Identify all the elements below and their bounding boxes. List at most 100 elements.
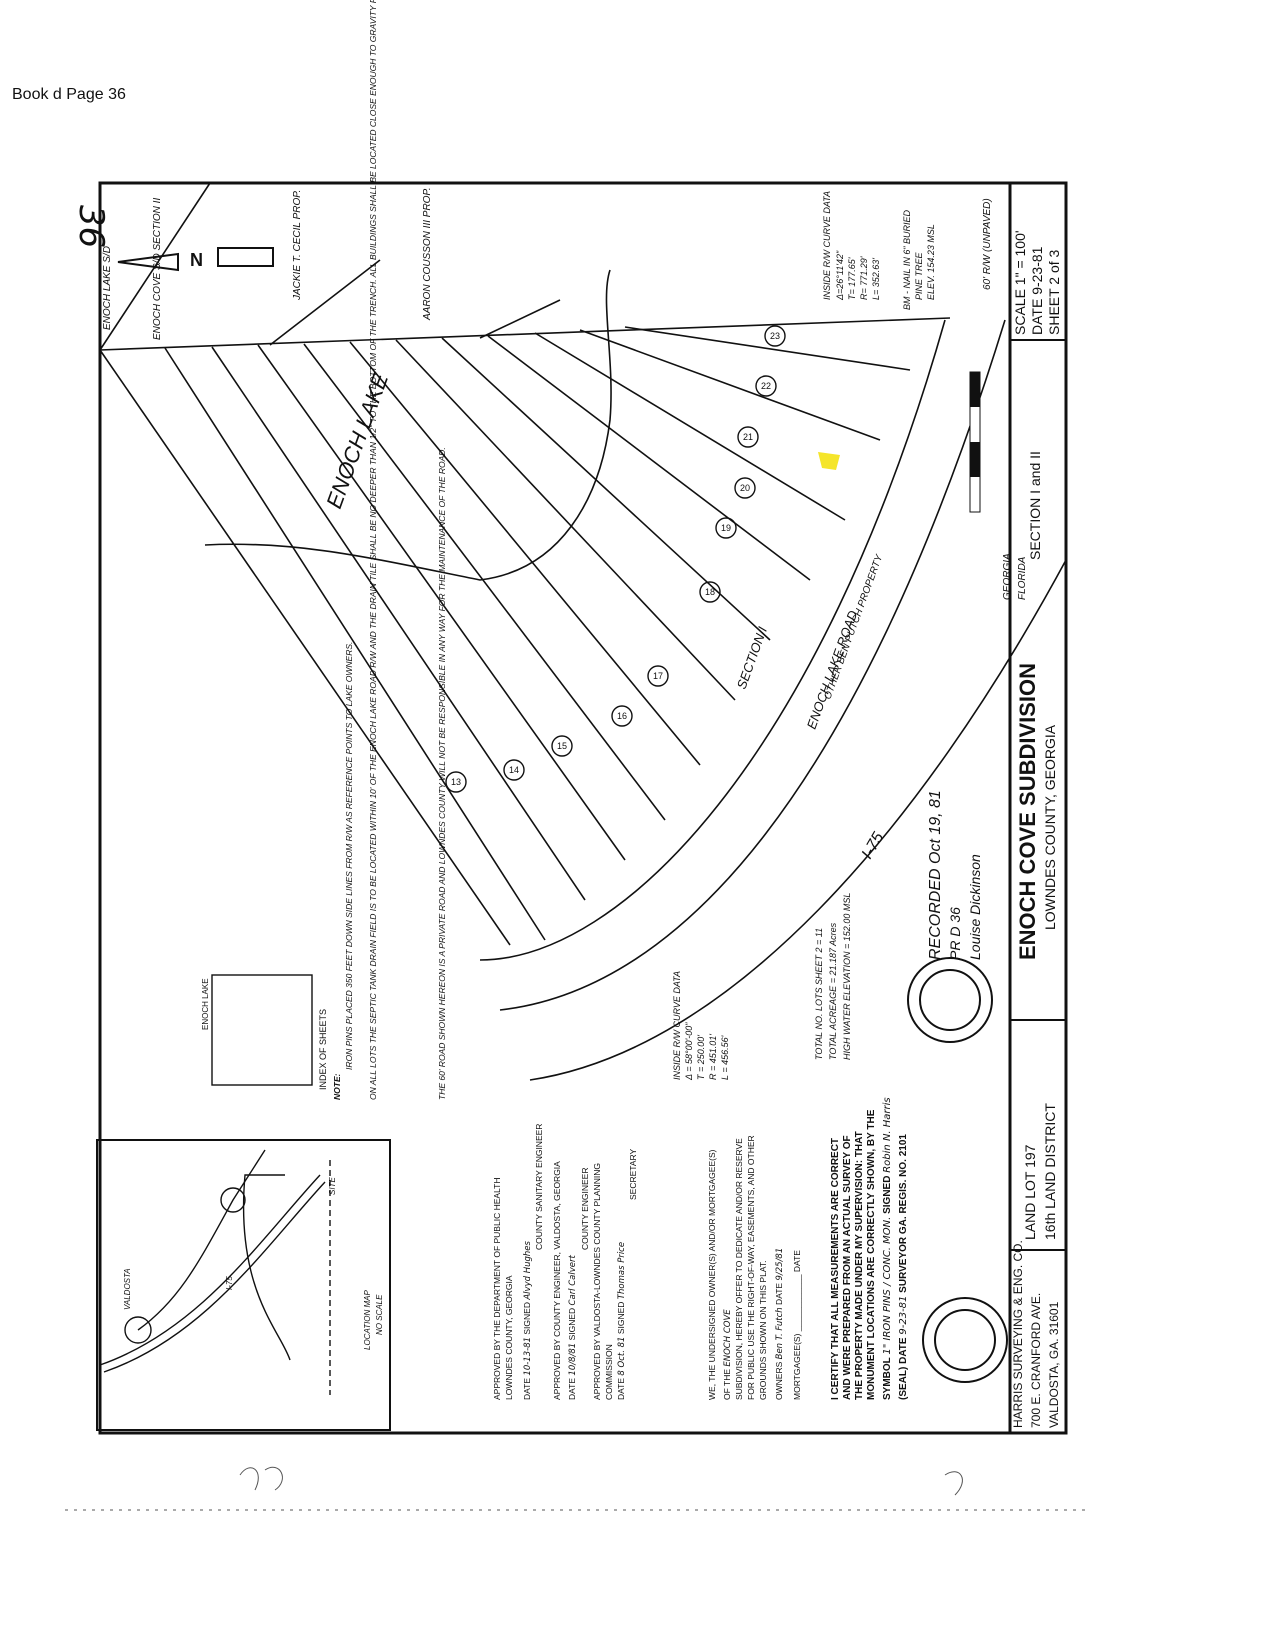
land-lot-text: LAND LOT 197 <box>1022 1144 1038 1240</box>
benchmark-line2: PINE TREE <box>914 251 924 300</box>
bottom-curve-tangent: T = 250.00' <box>696 1035 706 1080</box>
label-i75: I-75 <box>859 830 888 862</box>
page-header: Book d Page 36 <box>12 86 126 103</box>
lot-18: 18 <box>705 587 715 597</box>
lot-13: 13 <box>451 777 461 787</box>
map-title: LOCATION MAP <box>363 1289 372 1350</box>
cert-line4: MONUMENT LOCATIONS ARE CORRECTLY SHOWN, … <box>866 1109 877 1400</box>
bottom-curve-length: L = 456.56' <box>720 1035 730 1080</box>
engineer-seal <box>907 957 993 1043</box>
cert-line3: THE PROPERTY MADE UNDER MY SUPERVISION: … <box>854 1131 865 1400</box>
lot-23: 23 <box>770 331 780 341</box>
top-curve-length: L= 352.63' <box>871 258 881 300</box>
highlight-mark <box>818 452 840 470</box>
note-label: NOTE: <box>332 1073 342 1100</box>
planning-line1: APPROVED BY VALDOSTA-LOWNDES COUNTY PLAN… <box>592 1163 602 1400</box>
lot-21: 21 <box>743 432 753 442</box>
bottom-curve-radius: R = 451.01' <box>708 1034 718 1080</box>
map-site: SITE <box>328 1177 337 1195</box>
scale-text: SCALE 1" = 100' <box>1012 230 1028 335</box>
dedication-line4: GROUNDS SHOWN ON THIS PLAT. <box>758 1261 768 1400</box>
owners-line: OWNERS Ben T. Futch DATE 9/25/81 <box>774 1248 785 1400</box>
bottom-curve-delta: Δ = 58°00'-00" <box>684 1022 694 1081</box>
label-enoch-lake-road: ENOCH LAKE ROAD <box>804 608 861 731</box>
lot-numbers <box>445 325 786 793</box>
label-section-one: SECTION I <box>734 624 770 691</box>
lot-lines <box>99 182 1067 1081</box>
firm-address: 700 E. CRANFORD AVE. <box>1029 1293 1043 1428</box>
top-curve-tangent: T= 177.65' <box>847 257 857 300</box>
label-cecil-prop: JACKIE T. CECIL PROP. <box>292 190 303 301</box>
note-text-2: ON ALL LOTS THE SEPTIC TANK DRAIN FIELD … <box>368 0 378 1100</box>
health-line1: APPROVED BY THE DEPARTMENT OF PUBLIC HEA… <box>492 1178 502 1400</box>
north-label: N <box>190 250 203 270</box>
section-text: SECTION I and II <box>1027 451 1043 560</box>
summary-acreage: TOTAL ACREAGE = 21.187 Acres <box>828 922 838 1060</box>
firm-name: HARRIS SURVEYING & ENG. CO. <box>1011 1240 1025 1428</box>
lot-20: 20 <box>740 483 750 493</box>
benchmark-line1: BM - NAIL IN 6" BURIED <box>902 209 912 310</box>
location-map <box>99 1149 331 1395</box>
map-i75: I-75 <box>225 1276 234 1290</box>
label-enoch-cove-sd: ENOCH COVE S/D SECTION II <box>152 198 163 340</box>
engineer-title: COUNTY ENGINEER <box>580 1168 590 1251</box>
sheet-border <box>96 181 1068 1435</box>
cert-line2: AND WERE PREPARED FROM AN ACTUAL SURVEY … <box>842 1135 853 1400</box>
map-valdosta: VALDOSTA <box>123 1268 132 1310</box>
engineer-line: APPROVED BY COUNTY ENGINEER, VALDOSTA, G… <box>552 1161 562 1400</box>
planning-line2: COMMISSION <box>604 1344 614 1400</box>
health-date: DATE 10-13-81 SIGNED Alvyd Hughes <box>522 1241 533 1400</box>
cert-seal: (SEAL) DATE 9-23-81 SURVEYOR GA. REGIS. … <box>898 1134 909 1400</box>
dedication-of-the: OF THE ENOCH COVE <box>722 1309 733 1400</box>
sheet-text: SHEET 2 of 3 <box>1046 249 1062 335</box>
note-text-3: THE 60' ROAD SHOWN HEREON IS A PRIVATE R… <box>437 447 447 1100</box>
top-curve-title: INSIDE R/W CURVE DATA <box>822 191 832 300</box>
dedication-line3: FOR PUBLIC USE THE RIGHT-OF-WAY, EASEMEN… <box>746 1135 756 1400</box>
dedication-line2: SUBDIVISION, HEREBY OFFER TO DEDICATE AN… <box>734 1138 744 1400</box>
recording-book-page: PR D 36 <box>947 907 963 960</box>
label-cousson-prop: AARON COUSSON III PROP. <box>422 187 433 321</box>
map-subtitle: NO SCALE <box>375 1294 384 1335</box>
surveyor-seal <box>922 1297 1008 1383</box>
planning-title: SECRETARY <box>628 1148 638 1200</box>
engineer-date: DATE 10/8/81 SIGNED Carl Calvert <box>567 1254 578 1400</box>
north-arrow: N <box>117 247 274 272</box>
label-enoch-lake: ENOCH LAKE <box>321 370 393 512</box>
recording-date: RECORDED Oct 19, 81 <box>927 790 944 960</box>
bottom-curve-title: INSIDE R/W CURVE DATA <box>672 971 682 1080</box>
district-text: 16th LAND DISTRICT <box>1042 1103 1058 1240</box>
firm-city: VALDOSTA, GA. 31601 <box>1047 1301 1061 1428</box>
top-curve-radius: R= 771.29' <box>859 256 869 300</box>
clerk-signature: Louise Dickinson <box>967 854 983 960</box>
lot-17: 17 <box>653 671 663 681</box>
top-curve-delta: Δ=26°11'42" <box>835 250 845 301</box>
mortgagee-line: MORTGAGEE(S) ____________ DATE <box>792 1250 802 1400</box>
planning-date: DATE 8 Oct. 81 SIGNED Thomas Price <box>616 1242 627 1400</box>
cert-symbol: SYMBOL 1" IRON PINS / CONC. MON. SIGNED … <box>882 1097 893 1400</box>
index-lake: ENOCH LAKE <box>201 978 210 1030</box>
date-text: DATE 9-23-81 <box>1029 246 1045 335</box>
title-text: ENOCH COVE SUBDIVISION <box>1015 663 1040 960</box>
lot-16: 16 <box>617 711 627 721</box>
lot-19: 19 <box>721 523 731 533</box>
health-title: COUNTY SANITARY ENGINEER <box>534 1124 544 1250</box>
label-enoch-lake-sd: ENOCH LAKE S/D <box>102 246 113 330</box>
note-text-1: IRON PINS PLACED 350 FEET DOWN SIDE LINE… <box>344 642 354 1070</box>
county-text: LOWNDES COUNTY, GEORGIA <box>1042 724 1058 930</box>
dedication-line1: WE, THE UNDERSIGNED OWNER(S) AND/OR MORT… <box>707 1149 717 1400</box>
label-60-rw: 60' R/W (UNPAVED) <box>982 198 993 290</box>
index-label: INDEX OF SHEETS <box>318 1009 328 1090</box>
scan-artifacts <box>65 1467 1090 1511</box>
summary-high-water: HIGH WATER ELEVATION = 152.00 MSL <box>842 893 852 1060</box>
label-florida: FLORIDA <box>1017 556 1028 600</box>
cert-line1: I CERTIFY THAT ALL MEASUREMENTS ARE CORR… <box>830 1138 841 1400</box>
scale-bar <box>969 371 981 513</box>
lot-22: 22 <box>761 381 771 391</box>
summary-lots: TOTAL NO. LOTS SHEET 2 = 11 <box>814 928 824 1060</box>
health-line2: LOWNDES COUNTY, GEORGIA <box>504 1275 514 1400</box>
index-of-sheets: INDEX OF SHEETS ENOCH LAKE <box>201 974 328 1090</box>
benchmark-line3: ELEV. 154.23 MSL <box>926 224 936 300</box>
page-marker: 36 <box>71 205 111 248</box>
lot-14: 14 <box>509 765 519 775</box>
